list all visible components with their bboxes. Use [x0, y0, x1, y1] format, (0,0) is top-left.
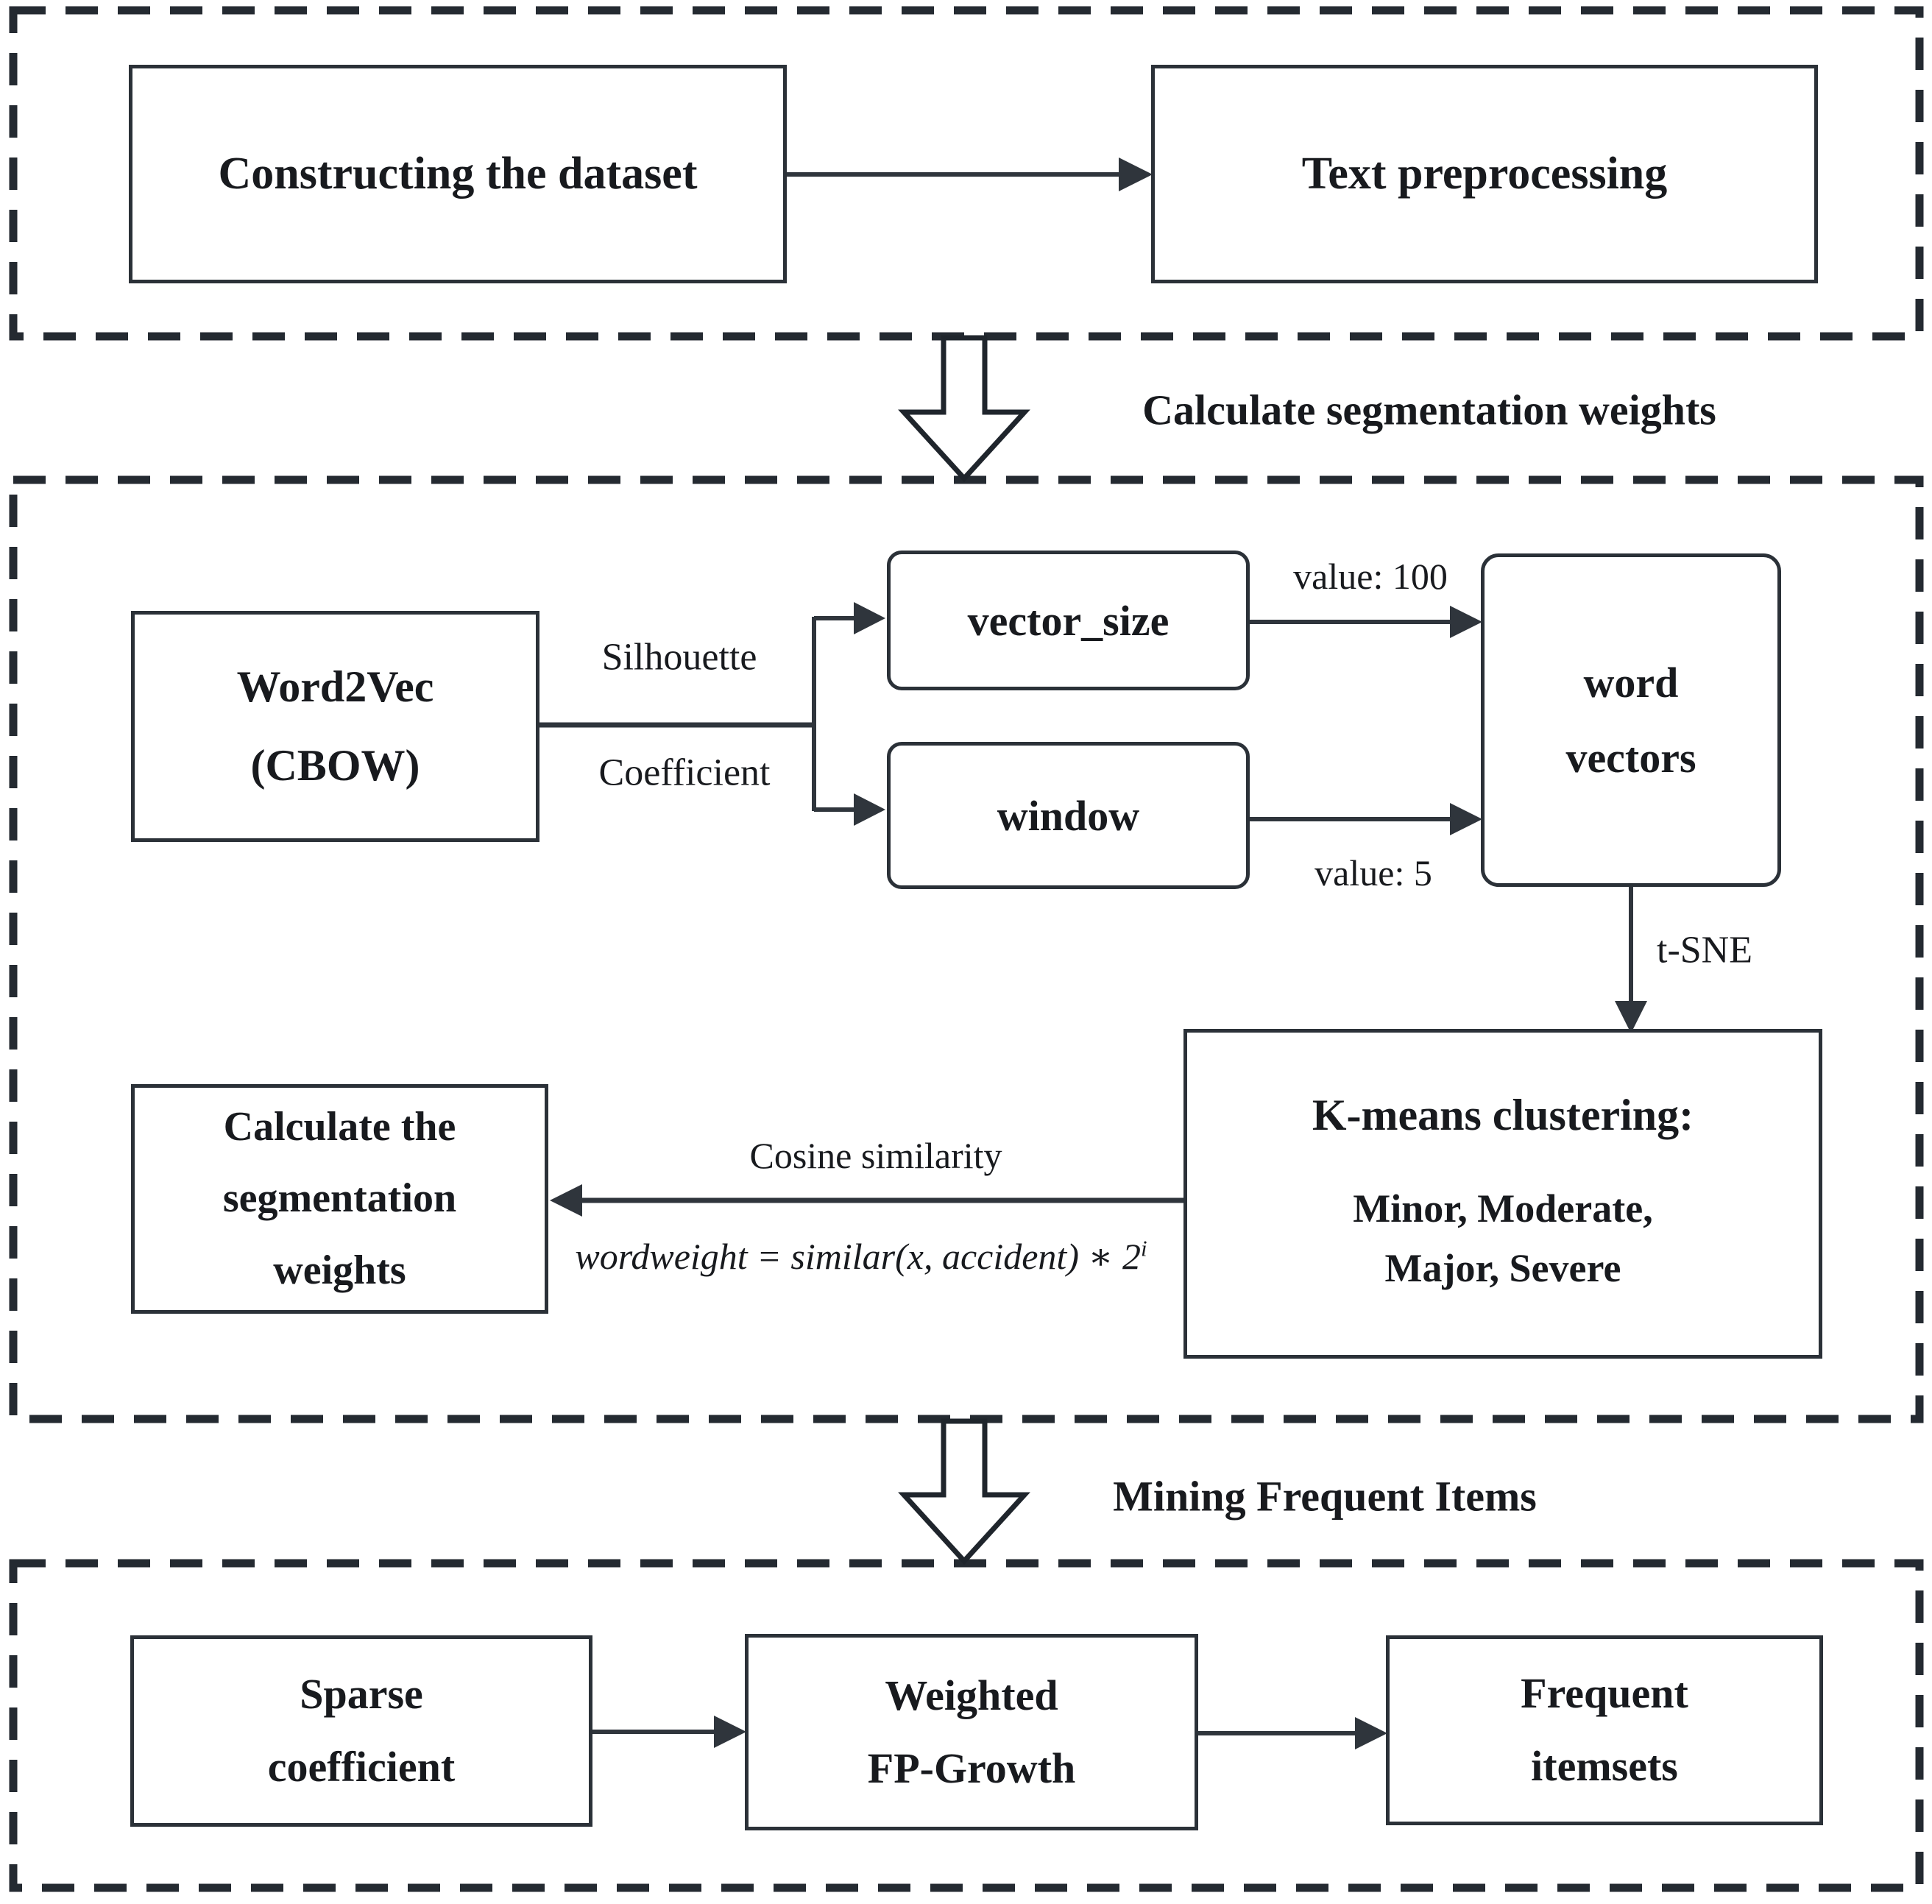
fpgrowth-line2: FP-Growth: [867, 1744, 1076, 1792]
phase1-dashed-frame: [9, 6, 1924, 341]
kmeans-clustering-box: K-means clustering: Minor, Moderate, Maj…: [1183, 1029, 1822, 1359]
arrow-kmeans-to-calc: [550, 1184, 1183, 1217]
frequent-itemsets-box: Frequent itemsets: [1386, 1635, 1823, 1825]
vector-size-label: vector_size: [967, 596, 1170, 645]
kmeans-title: K-means clustering:: [1312, 1090, 1694, 1139]
sparse-line1: Sparse: [300, 1670, 423, 1719]
calc-segmentation-weights-box: Calculate the segmentation weights: [131, 1084, 548, 1314]
word2vec-line2: (CBOW): [250, 741, 420, 790]
arrow-vectorsize-to-wordvectors: [1250, 606, 1482, 638]
sparse-line2: coefficient: [267, 1743, 456, 1791]
word-vectors-box: word vectors: [1481, 553, 1781, 887]
value-100-label: value: 100: [1293, 556, 1448, 597]
word-vectors-line2: vectors: [1565, 733, 1696, 782]
cosine-similarity-label: Cosine similarity: [749, 1135, 1002, 1176]
value-5-label: value: 5: [1314, 852, 1432, 893]
wordweight-formula: wordweight = similar(x, accident) ∗ 2i: [575, 1235, 1147, 1278]
silhouette-edge-label: Silhouette: [601, 636, 757, 679]
coefficient-edge-label: Coefficient: [598, 751, 771, 794]
tsne-edge-label: t-SNE: [1657, 929, 1752, 972]
frequent-line1: Frequent: [1521, 1669, 1688, 1718]
fpgrowth-line1: Weighted: [885, 1671, 1058, 1719]
text-preprocessing-box: Text preprocessing: [1151, 65, 1818, 283]
frequent-line2: itemsets: [1531, 1742, 1678, 1790]
big-arrow-phase2-to-phase3: [898, 1418, 1030, 1565]
sparse-coefficient-box: Sparse coefficient: [130, 1635, 592, 1827]
arrow-constructing-to-preprocessing: [787, 158, 1153, 191]
arrow-sparse-to-fpgrowth: [592, 1716, 746, 1748]
phase2-transition-label: Calculate segmentation weights: [1142, 386, 1716, 434]
word-vectors-line1: word: [1583, 659, 1679, 707]
wordweight-formula-exponent: i: [1140, 1235, 1147, 1261]
vector-size-box: vector_size: [887, 551, 1250, 690]
arrow-wordvectors-to-kmeans: [1615, 887, 1647, 1033]
word2vec-box: Word2Vec (CBOW): [131, 611, 539, 842]
word2vec-line1: Word2Vec: [236, 662, 434, 712]
weighted-fpgrowth-box: Weighted FP-Growth: [745, 1634, 1198, 1830]
phase3-transition-label: Mining Frequent Items: [1113, 1472, 1537, 1521]
constructing-dataset-label: Constructing the dataset: [218, 149, 698, 199]
phase2-dashed-frame: [9, 475, 1924, 1423]
text-preprocessing-label: Text preprocessing: [1301, 149, 1668, 199]
phase3-dashed-frame: [9, 1559, 1924, 1892]
wordweight-formula-main: wordweight = similar(x, accident) ∗ 2: [575, 1236, 1141, 1277]
window-box: window: [887, 742, 1250, 889]
connector-word2vec-split: [539, 602, 885, 826]
calc-line3: weights: [273, 1247, 406, 1293]
arrow-fpgrowth-to-frequent: [1198, 1717, 1387, 1749]
window-label: window: [997, 791, 1140, 840]
big-arrow-phase1-to-phase2: [898, 335, 1030, 483]
kmeans-clusters-line1: Minor, Moderate,: [1353, 1186, 1653, 1231]
arrow-window-to-wordvectors: [1250, 803, 1482, 835]
constructing-dataset-box: Constructing the dataset: [129, 65, 787, 283]
kmeans-clusters-line2: Major, Severe: [1384, 1245, 1621, 1290]
calc-line2: segmentation: [222, 1175, 457, 1222]
calc-line1: Calculate the: [223, 1103, 456, 1150]
